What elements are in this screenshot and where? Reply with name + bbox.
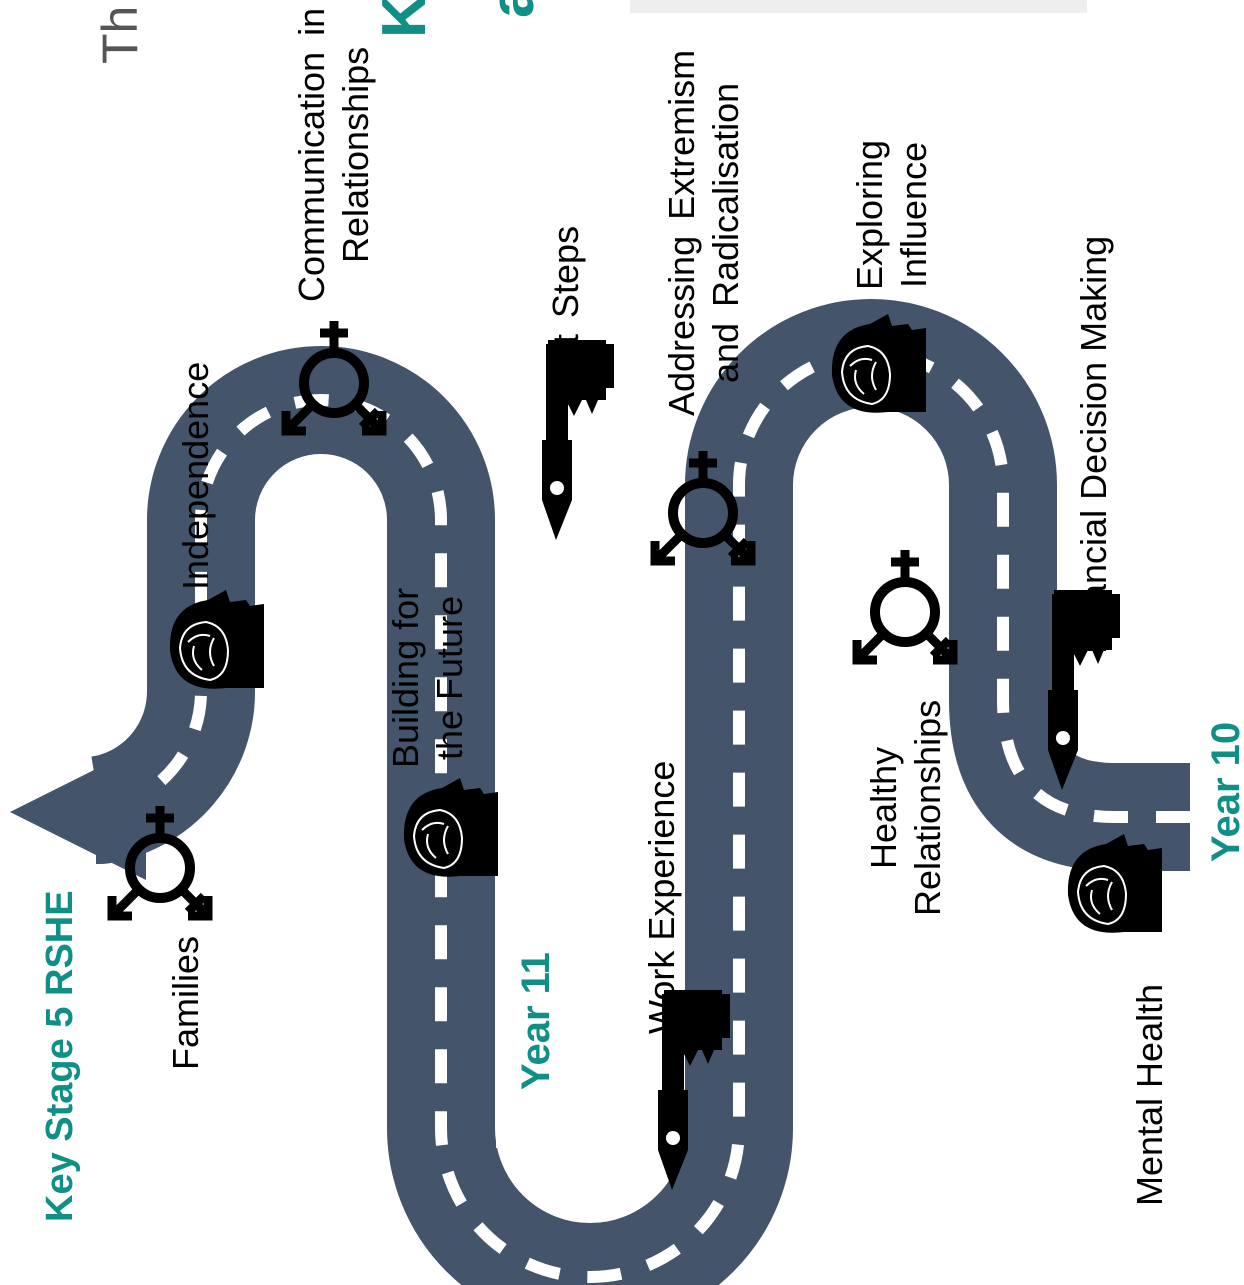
topic-communication-line2: Relationships bbox=[335, 46, 376, 263]
key-stage-title: Key Stage 5 RSHE bbox=[39, 890, 81, 1222]
road-arrow-head bbox=[10, 744, 146, 880]
topic-building-line2: the Future bbox=[429, 595, 470, 760]
topic-extremism: Addressing Extremism and Radicalisation bbox=[660, 50, 748, 416]
topic-building-line1: Building for bbox=[385, 587, 426, 768]
topic-extremism-line2: and Radicalisation bbox=[705, 82, 746, 384]
topic-exploring-line1: Exploring bbox=[849, 139, 890, 290]
year11-label: Year 11 bbox=[514, 952, 558, 1090]
topic-work-experience: Work Experience bbox=[641, 760, 682, 1034]
topic-exploring-influence: Exploring Influence bbox=[848, 140, 936, 290]
topic-mental-health: Mental Health bbox=[1129, 983, 1170, 1206]
topic-extremism-line1: Addressing Extremism bbox=[661, 49, 702, 416]
topic-communication: Communication in Relationships bbox=[290, 8, 378, 302]
topic-healthy-relationships: Healthy Relationships bbox=[862, 700, 950, 916]
topic-healthy-line2: Relationships bbox=[907, 699, 948, 916]
topic-healthy-line1: Healthy bbox=[863, 746, 904, 869]
topic-independence: Independence bbox=[175, 361, 216, 590]
topic-exploring-line2: Influence bbox=[893, 141, 934, 289]
topic-building-future: Building for the Future bbox=[384, 588, 472, 768]
road-centre-dashes bbox=[94, 347, 1190, 1283]
header-banner bbox=[630, 0, 1087, 13]
gender-symbol-icon bbox=[857, 550, 953, 660]
year11-marker-box bbox=[496, 890, 572, 1148]
year10-label: Year 10 bbox=[1204, 721, 1244, 862]
topic-next-steps: Next Steps bbox=[545, 225, 586, 408]
topic-financial-decision-making: Financial Decision Making bbox=[1073, 235, 1114, 654]
topic-families: Families bbox=[165, 935, 206, 1070]
topic-communication-line1: Communication in bbox=[291, 7, 332, 302]
